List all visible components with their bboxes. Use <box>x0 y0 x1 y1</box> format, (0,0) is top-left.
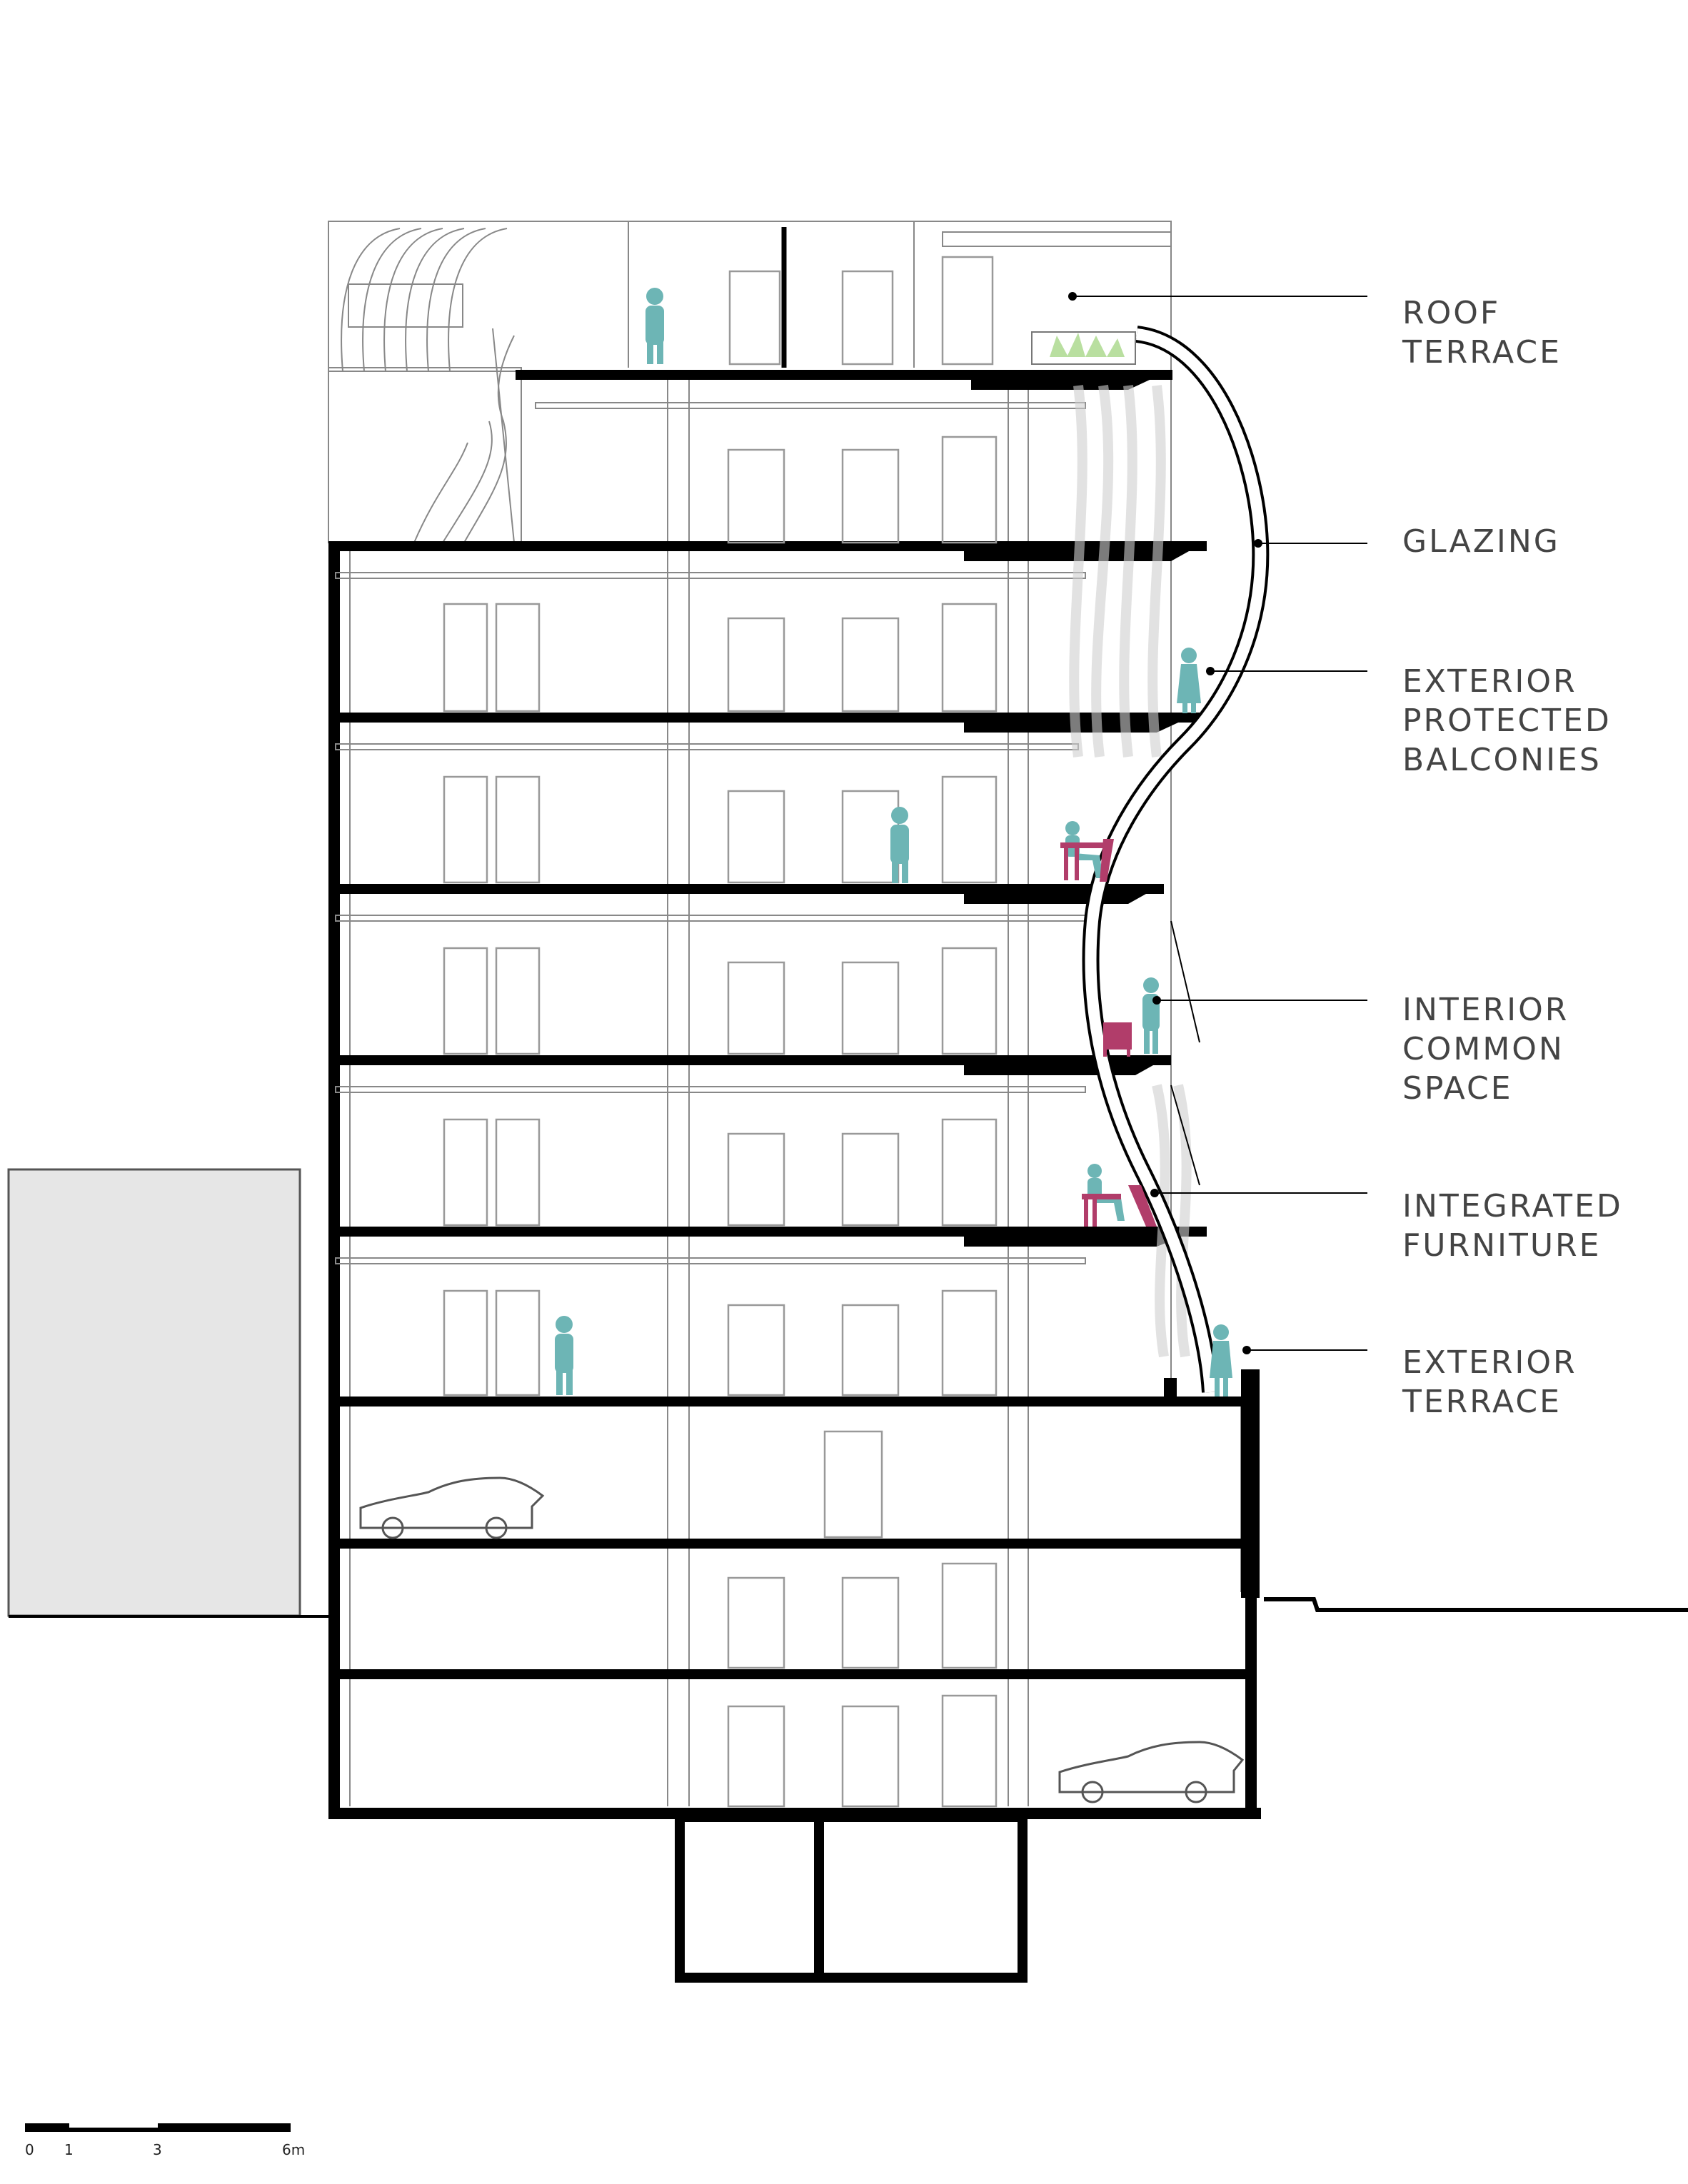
scale-tick-3: 3 <box>153 2141 162 2158</box>
ceilings <box>335 402 1086 1264</box>
doors <box>443 436 998 1808</box>
planter-foliage <box>1050 333 1125 357</box>
neighbor-building <box>7 1168 301 1617</box>
glazing-ribbons <box>1069 384 1192 1358</box>
scale-bar: 0 1 3 6m <box>25 2123 305 2158</box>
label-interior-common-space: INTERIOR COMMON SPACE <box>1402 992 1581 1107</box>
column-lines <box>349 221 1242 1806</box>
person-icon <box>1210 1324 1232 1397</box>
integrated-furniture <box>1060 839 1157 1227</box>
label-exterior-protected-balconies: EXTERIOR PROTECTED BALCONIES <box>1402 663 1624 778</box>
label-exterior-terrace: EXTERIOR TERRACE <box>1402 1344 1589 1420</box>
person-icon <box>890 807 909 883</box>
person-icon <box>555 1316 573 1395</box>
label-roof-terrace: ROOF TERRACE <box>1402 295 1562 371</box>
floor-slabs <box>328 370 1260 1679</box>
scale-tick-1: 1 <box>64 2141 74 2158</box>
label-glazing: GLAZING <box>1402 523 1560 560</box>
person-icon <box>1177 648 1201 713</box>
callout-leaders <box>1068 292 1367 1354</box>
foundation <box>675 1812 1028 1983</box>
scale-tick-0: 0 <box>25 2141 34 2158</box>
car-icon-lower <box>1058 1741 1245 1803</box>
label-integrated-furniture: INTEGRATED FURNITURE <box>1402 1188 1635 1264</box>
person-seated-icon <box>1065 821 1103 878</box>
ground-line-right <box>1264 1597 1688 1612</box>
car-icon-upper <box>359 1476 545 1539</box>
scale-tick-6m: 6m <box>282 2141 305 2158</box>
person-icon <box>1142 977 1160 1054</box>
person-icon <box>645 288 664 364</box>
